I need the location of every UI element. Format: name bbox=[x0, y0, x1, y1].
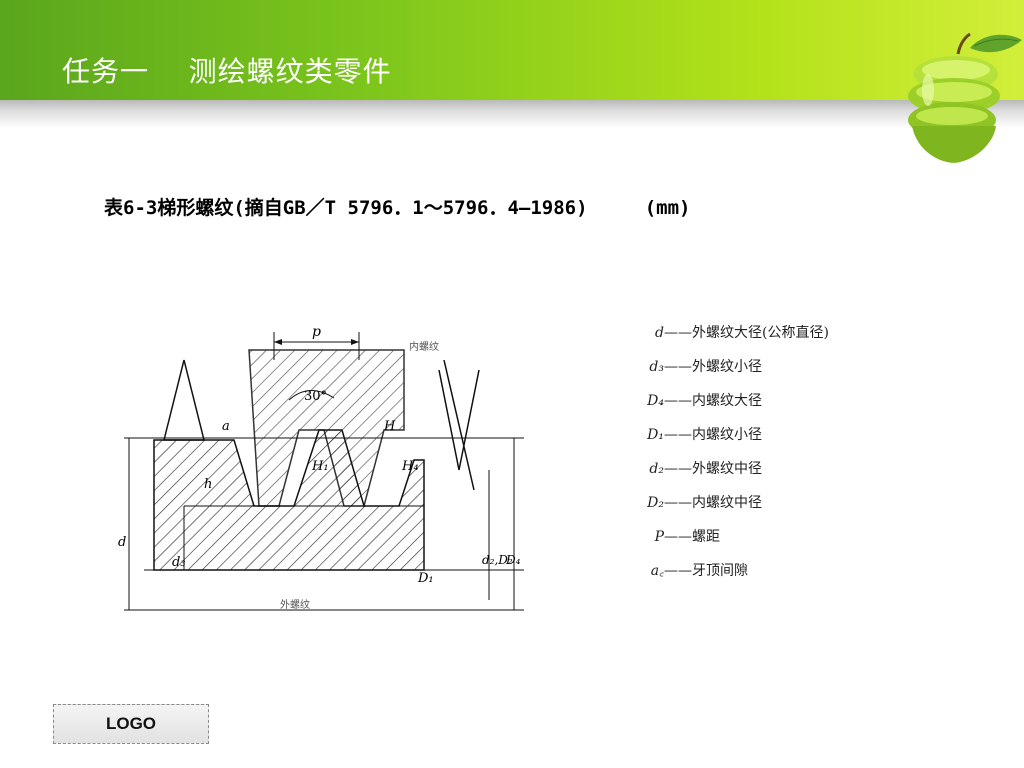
h-label: h bbox=[204, 477, 212, 492]
H4-label: H₄ bbox=[401, 459, 419, 474]
angle-label: 30° bbox=[304, 389, 327, 404]
legend-item: D₂——内螺纹中径 bbox=[647, 495, 762, 511]
thread-profile-drawing: p 30° a h H₁ H₄ H d d₃ D₁ d₂,D₂ D₄ 内螺纹 外… bbox=[118, 324, 524, 611]
d-label: d bbox=[118, 535, 126, 550]
outer-thread-label: 外螺纹 bbox=[280, 598, 310, 611]
H-label: H bbox=[383, 419, 396, 434]
legend-item: d——外螺纹大径(公称直径) bbox=[655, 325, 829, 341]
header-band bbox=[0, 0, 1024, 100]
legend-item: D₄——内螺纹大径 bbox=[647, 393, 762, 409]
header-shadow bbox=[0, 100, 1024, 128]
inner-thread-label: 内螺纹 bbox=[409, 340, 439, 353]
logo: LOGO bbox=[53, 704, 209, 744]
apple-icon bbox=[908, 32, 1022, 163]
pitch-label: p bbox=[312, 324, 321, 340]
legend-item: D₁——内螺纹小径 bbox=[647, 427, 762, 443]
slide-title: 任务一 测绘螺纹类零件 bbox=[62, 55, 392, 88]
H1-label: H₁ bbox=[311, 459, 329, 474]
legend-item: d₂——外螺纹中径 bbox=[649, 461, 762, 477]
legend-item: P——螺距 bbox=[654, 529, 720, 545]
ac-label: a bbox=[222, 419, 230, 434]
table-title: 表6-3梯形螺纹(摘自GB／T 5796．1～5796．4—1986) (mm) bbox=[104, 197, 691, 219]
D1-label: D₁ bbox=[417, 571, 434, 586]
d2D2-label: d₂,D₂ bbox=[482, 553, 513, 567]
legend-item: d₃——外螺纹小径 bbox=[649, 359, 762, 375]
legend-item: a꜀——牙顶间隙 bbox=[650, 563, 748, 579]
trapezoidal-thread-diagram: p 30° a h H₁ H₄ H d d₃ D₁ d₂,D₂ D₄ 内螺纹 外… bbox=[84, 320, 870, 632]
d3-label: d₃ bbox=[172, 555, 186, 570]
D4-label: D₄ bbox=[505, 553, 521, 567]
